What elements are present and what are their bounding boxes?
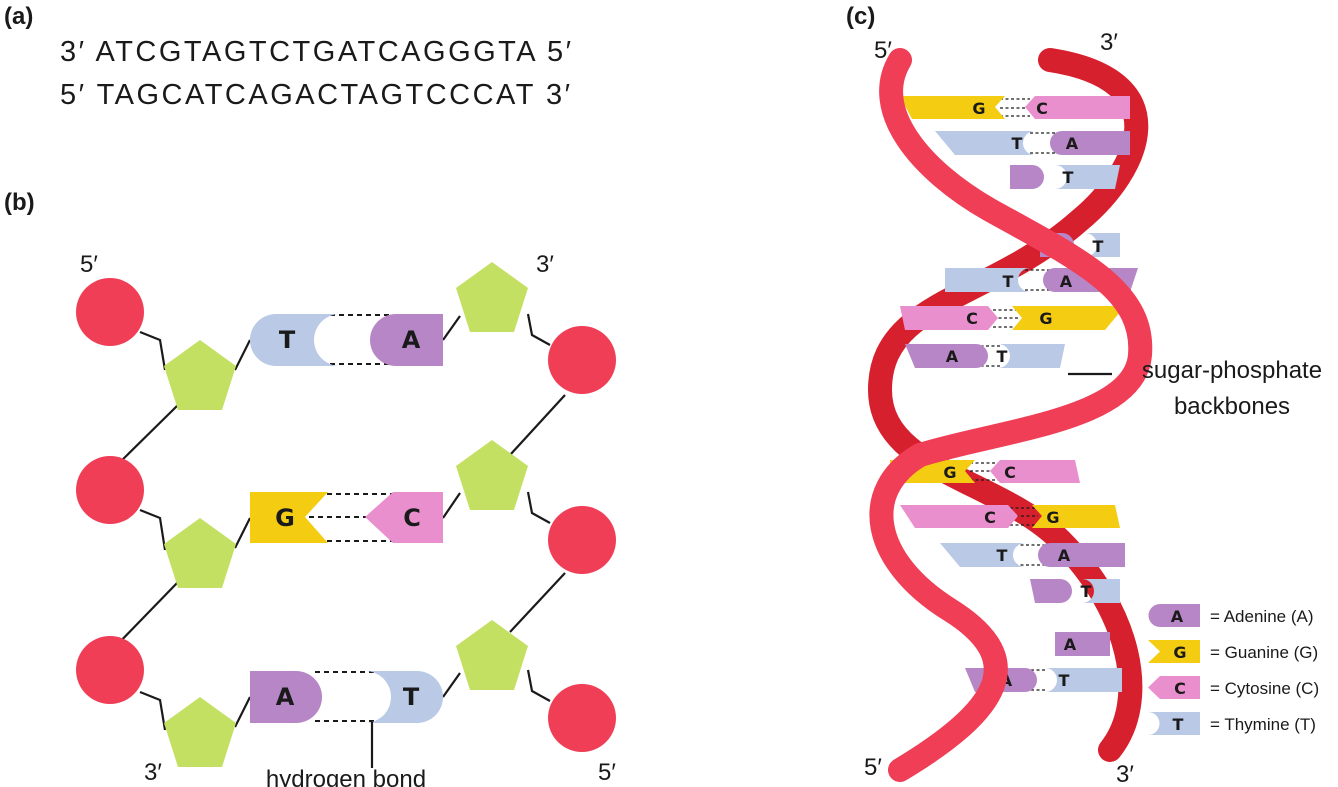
svg-text:= Adenine (A): = Adenine (A) [1210,607,1314,626]
phosphate-right-1 [548,326,616,394]
svg-text:T: T [997,546,1008,565]
phosphate-left-3 [76,636,144,704]
rung-c-g: C G [900,306,1125,330]
phosphate-left-2 [76,456,144,524]
svg-text:A: A [1171,607,1184,626]
sugar-right-2 [456,440,528,510]
svg-text:T: T [1093,237,1104,256]
svg-text:T: T [1173,715,1184,734]
svg-text:= Cytosine (C): = Cytosine (C) [1210,679,1319,698]
base-pair-t-a: T A [250,314,443,366]
base-letter: T [403,683,420,711]
legend-cytosine: C = Cytosine (C) [1148,676,1319,699]
rung-a-t: T [1010,165,1120,189]
svg-text:C: C [984,508,996,527]
helix-end-3prime-bottom: 3′ [1116,761,1134,787]
base-letter: A [276,683,295,711]
panel-a-label: (a) [4,3,33,30]
legend-guanine: G = Guanine (G) [1148,640,1318,663]
svg-text:T: T [1003,272,1014,291]
adenine-block [370,314,443,366]
rung-g-c: G C [900,96,1130,119]
svg-text:A: A [1066,134,1079,153]
phosphate-right-2 [548,506,616,574]
svg-text:G: G [1173,643,1186,662]
svg-text:T: T [1063,168,1074,187]
base-letter: C [403,504,421,532]
backbone-front-strand [869,48,1153,782]
svg-text:A: A [1058,546,1071,565]
svg-text:C: C [1004,463,1016,482]
thymine-block [250,314,340,366]
rung-c-g: C G [900,505,1120,528]
sugar-left-1 [164,340,236,410]
adenine-block [250,671,322,723]
end-label-5prime: 5′ [80,251,98,278]
svg-text:A: A [946,347,959,366]
rung-a-t: A [1055,632,1110,656]
svg-text:= Guanine (G): = Guanine (G) [1210,643,1318,662]
base-pair-a-t: A T [250,671,443,723]
legend: A = Adenine (A) G = Guanine (G) C = Cyto… [1148,604,1319,735]
svg-text:T: T [1059,671,1070,690]
guanine-block [250,492,328,543]
base-pair-rungs: G C T A T A T T A [890,96,1138,692]
svg-text:C: C [966,309,978,328]
helix-end-3prime-top: 3′ [1100,29,1118,56]
end-label-3prime: 3′ [536,251,554,278]
hydrogen-bond-label: hydrogen bond [266,766,426,787]
base-letter: G [275,504,295,532]
svg-text:C: C [1174,679,1186,698]
legend-adenine: A = Adenine (A) [1148,604,1314,627]
backbone-label-line2: backbones [1174,393,1290,420]
rung-t-a: T A [940,543,1125,567]
svg-text:C: C [1036,99,1048,118]
phosphate-right-3 [548,684,616,752]
helix-end-5prime-top: 5′ [874,37,892,64]
rung-t-a: T A [935,131,1130,155]
rung-a-t: A T [905,344,1065,368]
svg-text:G: G [1039,309,1052,328]
rung-g-c: G C [890,460,1080,483]
sugar-left-3 [164,697,236,767]
thymine-block [365,671,443,723]
panel-c-label: (c) [846,3,875,30]
legend-thymine: T = Thymine (T) [1148,712,1316,735]
sequence-top-strand: 3′ ATCGTAGTCTGATCAGGGTA 5′ [60,36,574,68]
svg-text:A: A [1064,635,1077,654]
end-label-5prime: 5′ [598,759,616,786]
rung-a-t: T [1030,579,1120,603]
sugar-right-1 [456,262,528,332]
base-letter: T [279,326,296,354]
svg-text:= Thymine (T): = Thymine (T) [1210,715,1316,734]
sugar-right-3 [456,620,528,690]
backbone-label-line1: sugar-phosphate [1142,357,1322,384]
svg-text:G: G [1046,508,1059,527]
svg-text:G: G [972,99,985,118]
svg-text:T: T [1081,582,1092,601]
sequence-bottom-strand: 5′ TAGCATCAGACTAGTCCCAT 3′ [60,79,573,111]
base-letter: A [402,326,421,354]
svg-text:T: T [997,347,1008,366]
base-pair-g-c: G C [250,492,443,543]
svg-text:T: T [1012,134,1023,153]
phosphate-left-1 [76,278,144,346]
cytosine-block [365,492,443,543]
svg-text:A: A [1060,272,1073,291]
panel-b-label: (b) [4,189,35,216]
sugar-left-2 [164,518,236,588]
svg-text:G: G [943,463,956,482]
helix-end-5prime-bottom: 5′ [864,754,882,781]
end-label-3prime: 3′ [144,759,162,786]
